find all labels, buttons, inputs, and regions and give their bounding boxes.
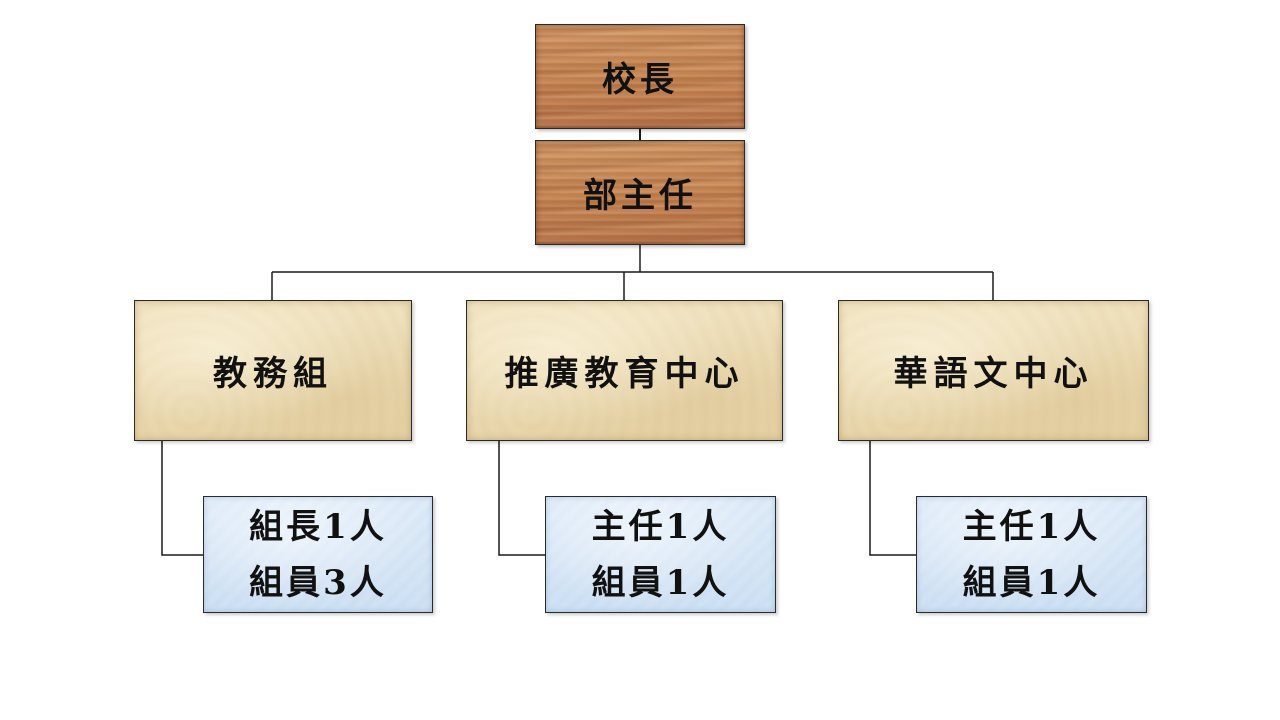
staff-box-extension: 主任1人 組員1人 [545, 496, 776, 613]
staff-line: 主任1人 [591, 506, 730, 547]
department-box-academic: 教務組 [134, 300, 412, 441]
staff-box-chinese-language: 主任1人 組員1人 [916, 496, 1147, 613]
connector-staff-3 [869, 440, 917, 556]
department-label: 推廣教育中心 [504, 354, 745, 394]
director-box: 部主任 [535, 140, 745, 245]
staff-box-academic: 組長1人 組員3人 [203, 496, 433, 613]
department-label: 教務組 [213, 354, 333, 394]
staff-line: 組員1人 [962, 562, 1101, 603]
department-box-extension: 推廣教育中心 [466, 300, 783, 441]
connector-staff-1 [161, 440, 204, 556]
department-label: 華語文中心 [893, 354, 1094, 394]
staff-line: 主任1人 [962, 506, 1101, 547]
staff-line: 組員1人 [591, 562, 730, 603]
connector-staff-2 [498, 440, 546, 556]
department-box-chinese-language: 華語文中心 [838, 300, 1149, 441]
staff-line: 組長1人 [249, 506, 387, 547]
staff-line: 組員3人 [249, 562, 387, 603]
director-label: 部主任 [583, 176, 697, 216]
principal-label: 校長 [602, 60, 678, 100]
principal-box: 校長 [535, 24, 745, 129]
